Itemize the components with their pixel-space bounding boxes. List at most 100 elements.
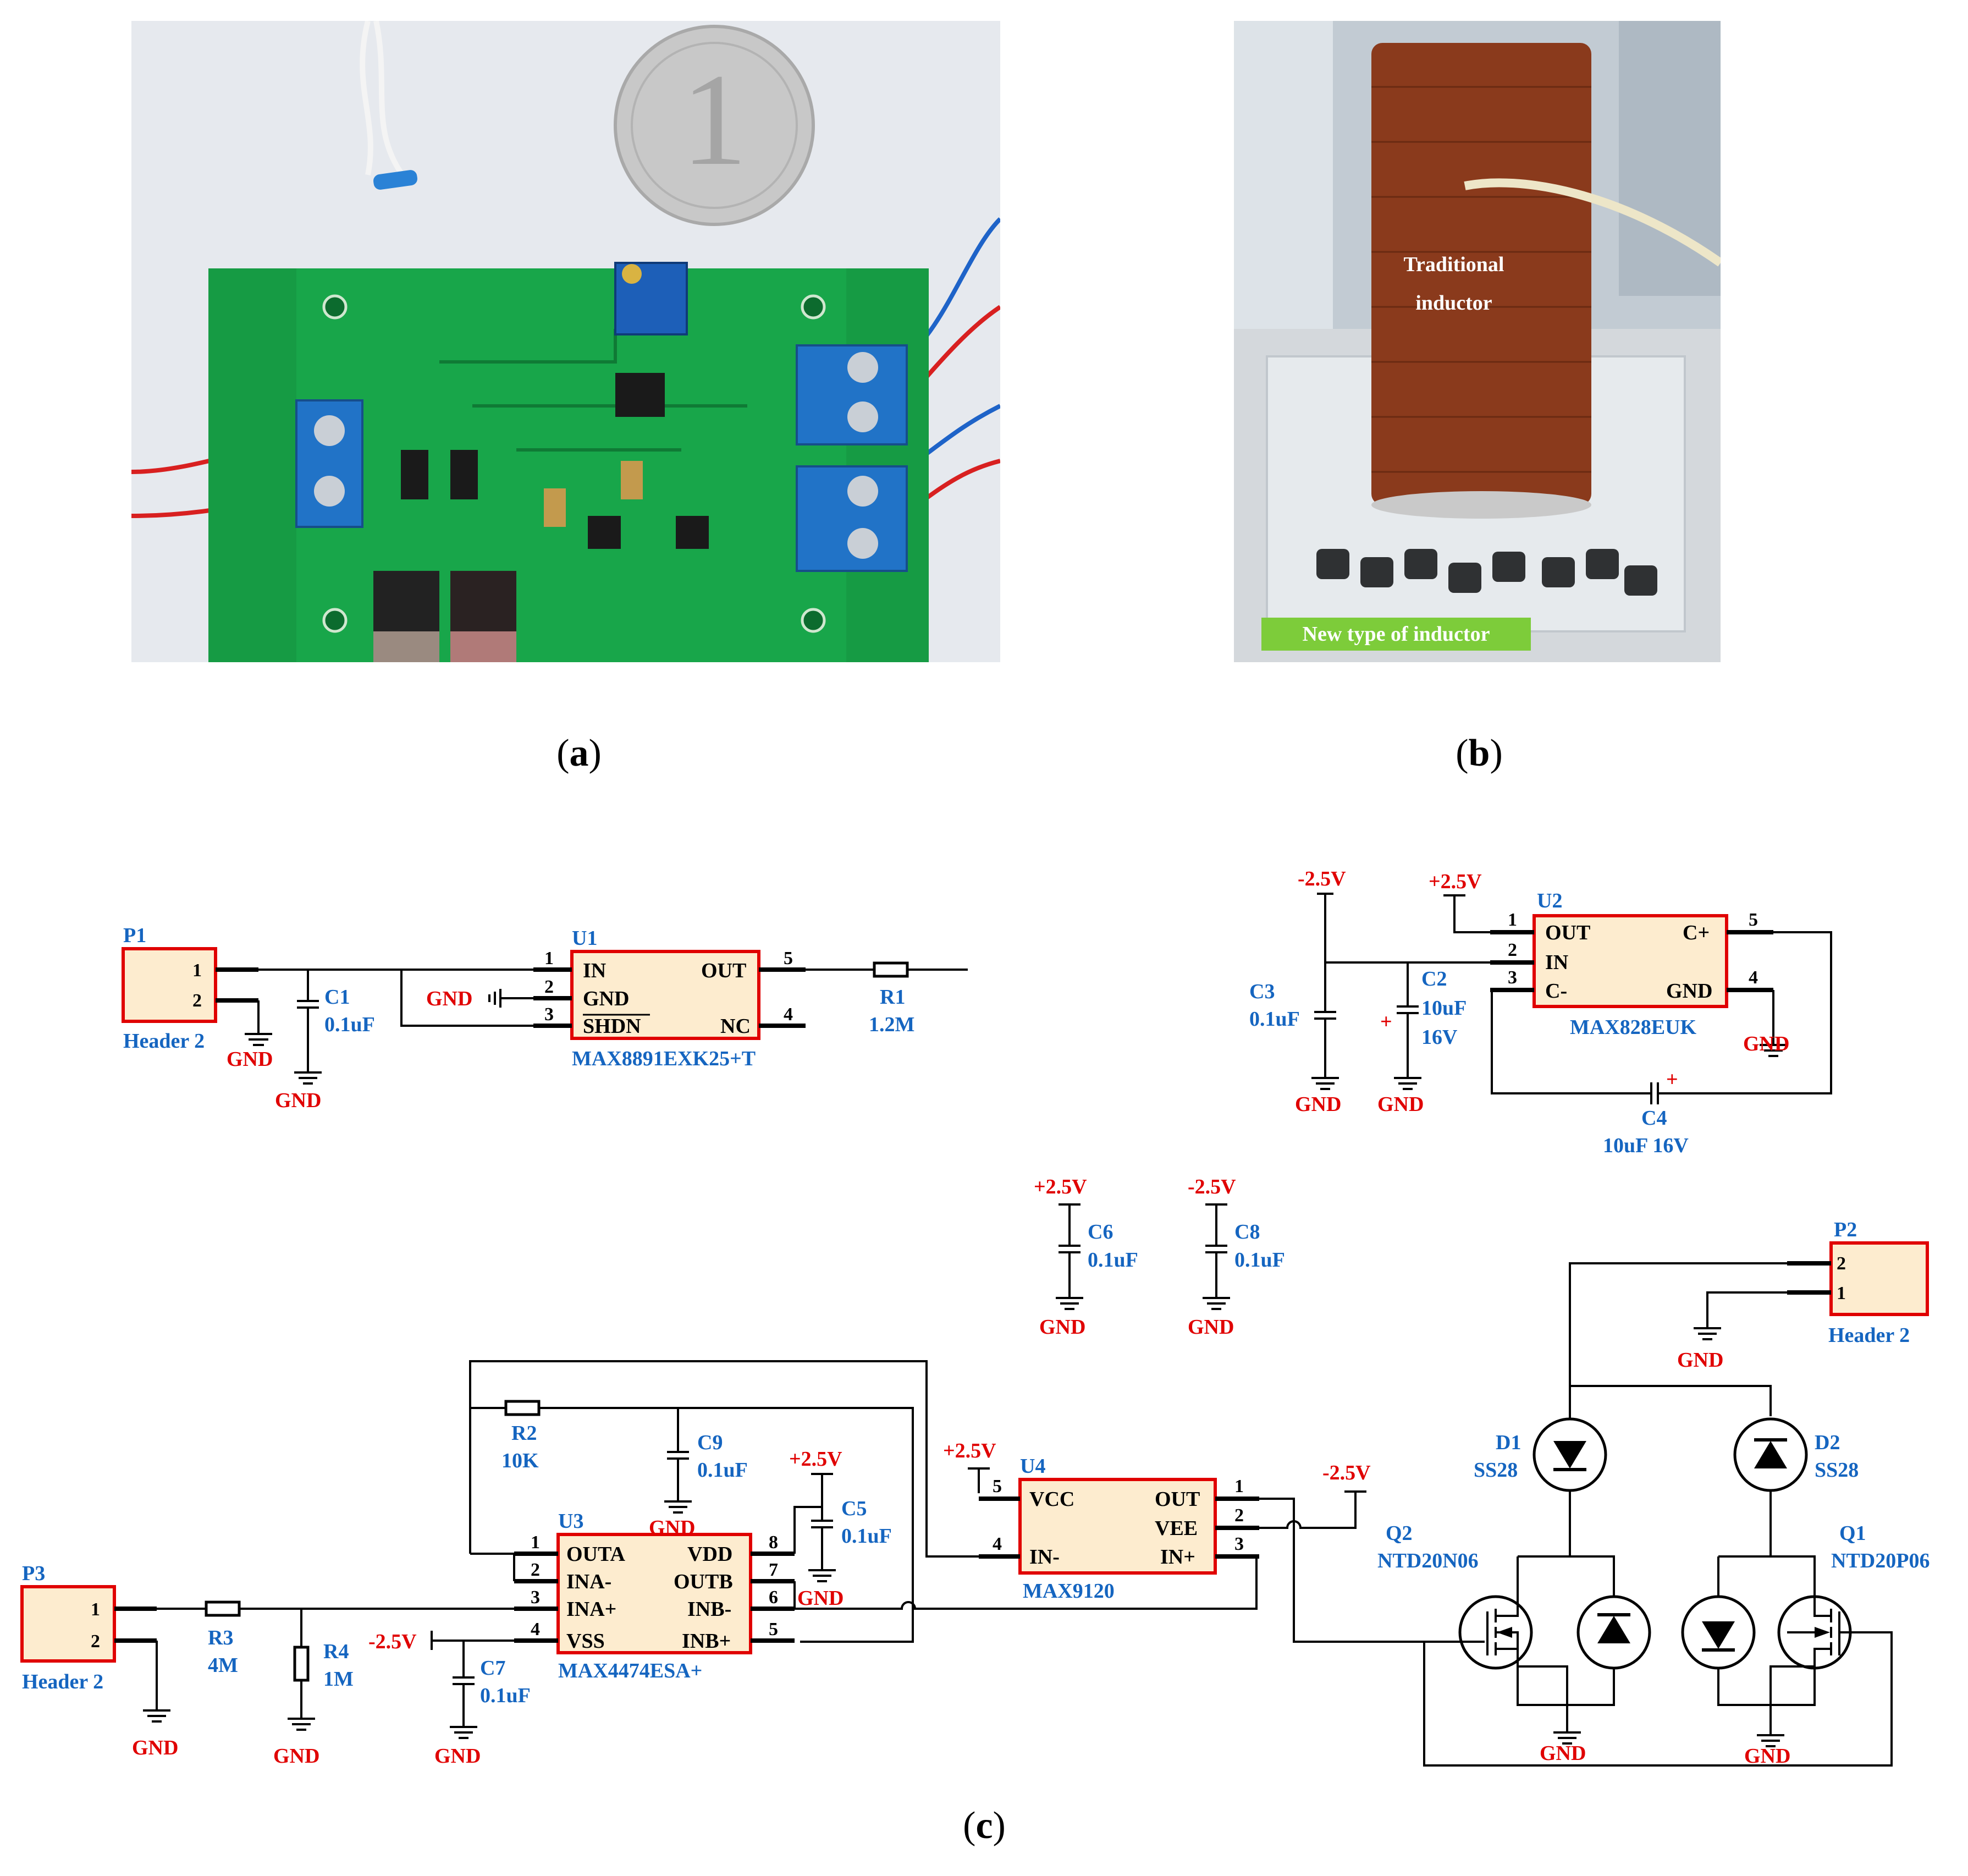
d1-ref: D1 xyxy=(1496,1431,1521,1454)
u1-pin-num: 2 xyxy=(544,977,554,997)
neg-rail-label: -2.5V xyxy=(1188,1175,1236,1198)
p2-header xyxy=(1829,1241,1929,1316)
gnd-label: GND xyxy=(797,1587,844,1610)
u3-pin-label: VSS xyxy=(566,1630,605,1653)
c7-ref: C7 xyxy=(480,1657,505,1680)
u4-pin-label: IN- xyxy=(1029,1545,1060,1569)
pos-rail-label: +2.5V xyxy=(943,1439,996,1462)
u4-pin-num: 5 xyxy=(993,1476,1002,1497)
circuit-schematic: .w { stroke:#000; stroke-width:4; fill:n… xyxy=(20,867,1930,1768)
u1-pin-label: GND xyxy=(583,987,629,1010)
r2-ref: R2 xyxy=(511,1422,537,1445)
c3-ref: C3 xyxy=(1249,980,1275,1003)
u2-pin-label: IN xyxy=(1545,951,1568,974)
u3-pin-label: VDD xyxy=(687,1543,732,1566)
p3-ref: P3 xyxy=(22,1562,45,1585)
u3-pin-label: INB- xyxy=(687,1598,731,1621)
u2-pin-num: 3 xyxy=(1508,967,1517,988)
u2-pin-num: 4 xyxy=(1749,967,1758,988)
c3-value: 0.1uF xyxy=(1249,1008,1300,1031)
pos-rail-label: +2.5V xyxy=(1429,870,1482,893)
q2-part: NTD20N06 xyxy=(1377,1549,1479,1572)
p2-pin-1: 1 xyxy=(1837,1283,1846,1303)
p2-ref: P2 xyxy=(1834,1218,1857,1241)
svg-text:1: 1 xyxy=(681,46,747,192)
u2-pin-num: 2 xyxy=(1508,940,1517,960)
q1-ref: Q1 xyxy=(1839,1522,1866,1545)
c1-value: 0.1uF xyxy=(324,1013,375,1036)
u3-chip xyxy=(556,1533,752,1654)
r2-value: 10K xyxy=(501,1449,539,1472)
c8-value: 0.1uF xyxy=(1234,1248,1285,1272)
gnd-label: GND xyxy=(1677,1349,1723,1372)
u2-pin-num: 1 xyxy=(1508,910,1517,930)
u3-pin-num: 6 xyxy=(769,1587,778,1608)
u2-pin-label: GND xyxy=(1666,980,1712,1003)
u3-ref: U3 xyxy=(558,1510,583,1533)
p2-pin-2: 2 xyxy=(1837,1253,1846,1274)
u4-pin-label: IN+ xyxy=(1160,1545,1195,1569)
gnd-label: GND xyxy=(434,1745,481,1768)
u3-pin-num: 4 xyxy=(531,1619,540,1640)
c5-ref: C5 xyxy=(841,1497,867,1520)
caption-a: (a) xyxy=(556,732,602,774)
u2-part: MAX828EUK xyxy=(1570,1016,1697,1039)
u1-pin-label: NC xyxy=(720,1015,751,1038)
inductor-photo: Traditional inductor New type of inducto… xyxy=(1234,21,1721,662)
c2-value: 10uF xyxy=(1421,997,1467,1020)
c9-value: 0.1uF xyxy=(697,1459,748,1482)
c2-ref: C2 xyxy=(1421,967,1447,991)
gnd-label: GND xyxy=(275,1089,321,1112)
caption-b: (b) xyxy=(1456,732,1503,774)
u4-pin-num: 3 xyxy=(1234,1534,1244,1554)
u4-pin-label: OUT xyxy=(1155,1488,1200,1511)
u3-pin-label: INA+ xyxy=(566,1598,616,1621)
c5-value: 0.1uF xyxy=(841,1525,892,1548)
u4-pin-label: VEE xyxy=(1155,1517,1198,1540)
u4-pin-num: 1 xyxy=(1234,1476,1244,1497)
c8-ref: C8 xyxy=(1234,1220,1260,1244)
p3-name: Header 2 xyxy=(22,1670,103,1693)
p1-ref: P1 xyxy=(123,924,146,947)
u1-part: MAX8891EXK25+T xyxy=(572,1047,756,1070)
r4-value: 1M xyxy=(323,1668,354,1691)
u4-pin-num: 4 xyxy=(993,1534,1002,1554)
pcb-photo: 1 xyxy=(131,21,1000,662)
p3-pin-2: 2 xyxy=(91,1631,100,1652)
u4-ref: U4 xyxy=(1020,1455,1045,1478)
traditional-label-line-2: inductor xyxy=(1415,291,1492,315)
u3-pin-num: 3 xyxy=(531,1587,540,1608)
p3-header xyxy=(20,1585,116,1663)
u3-pin-label: INB+ xyxy=(682,1630,731,1653)
u3-pin-num: 1 xyxy=(531,1532,540,1553)
u2-pin-label: C- xyxy=(1545,980,1567,1003)
q1-part: NTD20P06 xyxy=(1831,1549,1930,1572)
neg-rail-label: -2.5V xyxy=(1298,867,1346,890)
c2-voltage: 16V xyxy=(1421,1026,1458,1049)
p3-pin-1: 1 xyxy=(91,1599,100,1620)
u4-chip xyxy=(1018,1478,1217,1575)
gnd-label: GND xyxy=(132,1736,178,1759)
pos-rail-label: +2.5V xyxy=(789,1448,842,1471)
c4-ref: C4 xyxy=(1641,1107,1667,1130)
pos-rail-label: +2.5V xyxy=(1034,1175,1087,1198)
gnd-label: GND xyxy=(1540,1742,1586,1765)
gnd-label: GND xyxy=(227,1048,273,1071)
p1-name: Header 2 xyxy=(123,1030,205,1053)
u1-pin-label: SHDN xyxy=(583,1015,641,1038)
gnd-label: GND xyxy=(1743,1032,1789,1055)
u3-pin-label: OUTA xyxy=(566,1543,626,1566)
c9-ref: C9 xyxy=(697,1431,723,1454)
u2-pin-label: OUT xyxy=(1545,921,1590,944)
u1-pin-num: 3 xyxy=(544,1004,554,1025)
u3-part: MAX4474ESA+ xyxy=(558,1659,702,1682)
c6-value: 0.1uF xyxy=(1088,1248,1138,1272)
u1-chip xyxy=(570,950,760,1040)
u3-pin-label: OUTB xyxy=(674,1570,733,1593)
u3-pin-num: 7 xyxy=(769,1560,778,1580)
q2-ref: Q2 xyxy=(1386,1522,1413,1545)
u3-pin-num: 5 xyxy=(769,1619,778,1640)
gnd-label: GND xyxy=(1039,1316,1085,1339)
d2-ref: D2 xyxy=(1815,1431,1840,1454)
u2-ref: U2 xyxy=(1537,889,1562,912)
